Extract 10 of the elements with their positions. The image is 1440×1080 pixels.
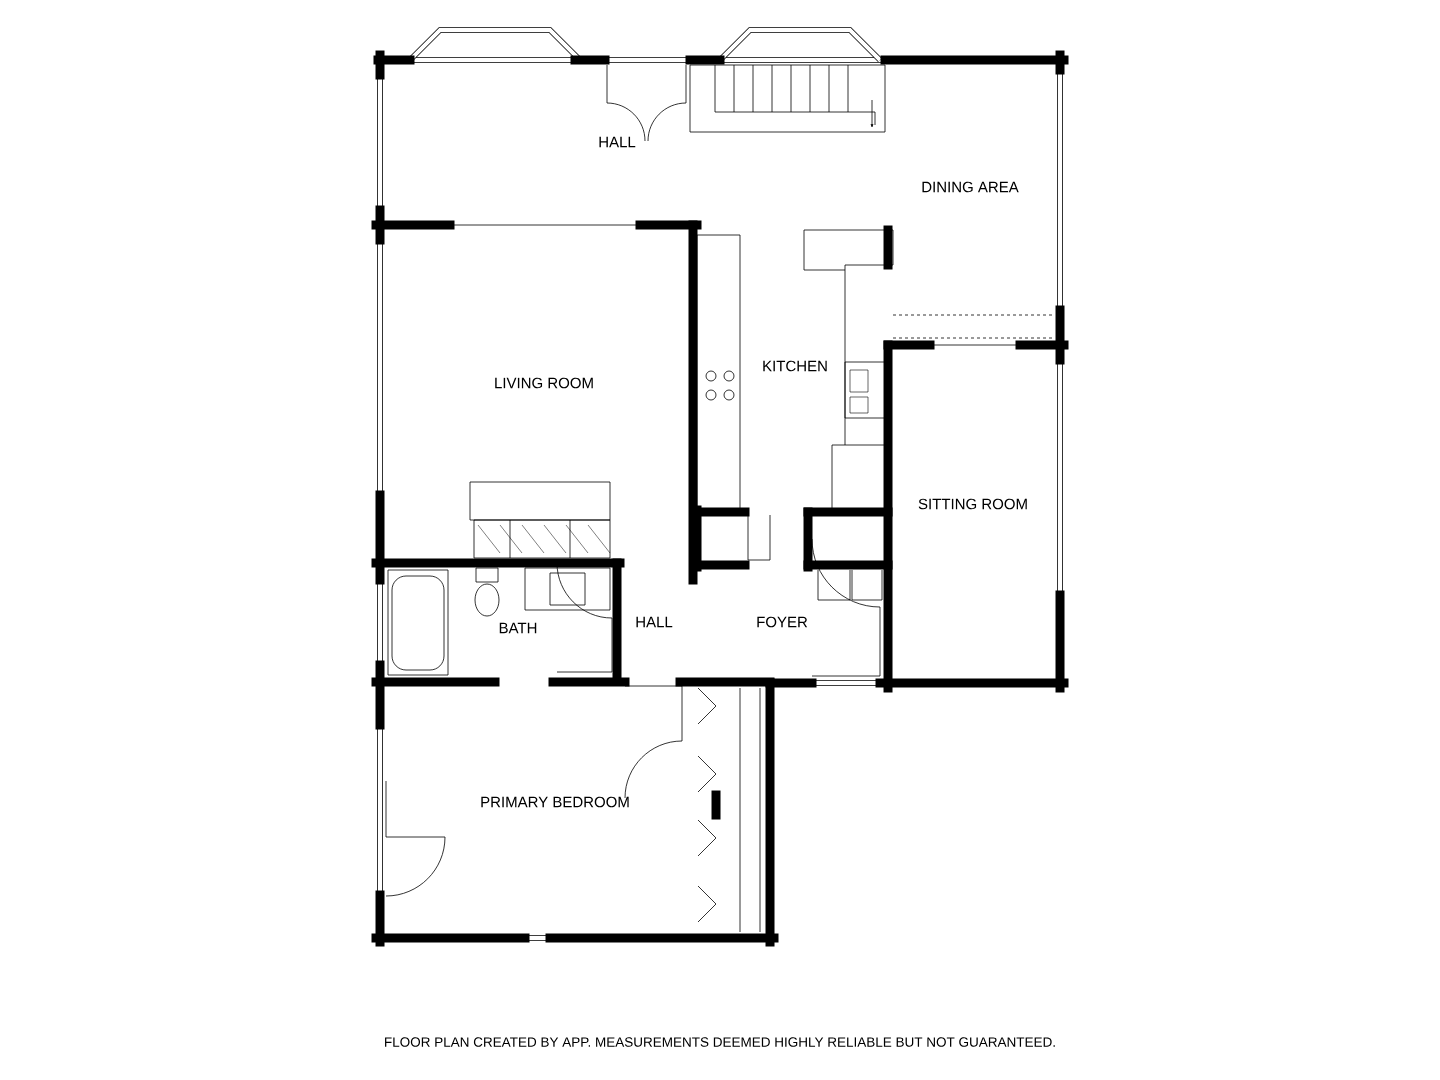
- room-label: PRIMARY BEDROOM: [481, 796, 629, 808]
- room-label: FOYER: [757, 616, 808, 628]
- room-label: DINING AREA: [922, 181, 1019, 193]
- room-label: KITCHEN: [763, 360, 827, 372]
- room-label: LIVING ROOM: [495, 377, 593, 389]
- footer-note: FLOOR PLAN CREATED BY APP. MEASUREMENTS DEEMED HIGHLY RELIABLE BUT NOT GUARANTEED.: [385, 1037, 1055, 1047]
- room-label: HALL: [636, 616, 673, 628]
- room-label: BATH: [499, 622, 537, 634]
- room-label: SITTING ROOM: [918, 498, 1027, 510]
- room-label: HALL: [599, 136, 636, 148]
